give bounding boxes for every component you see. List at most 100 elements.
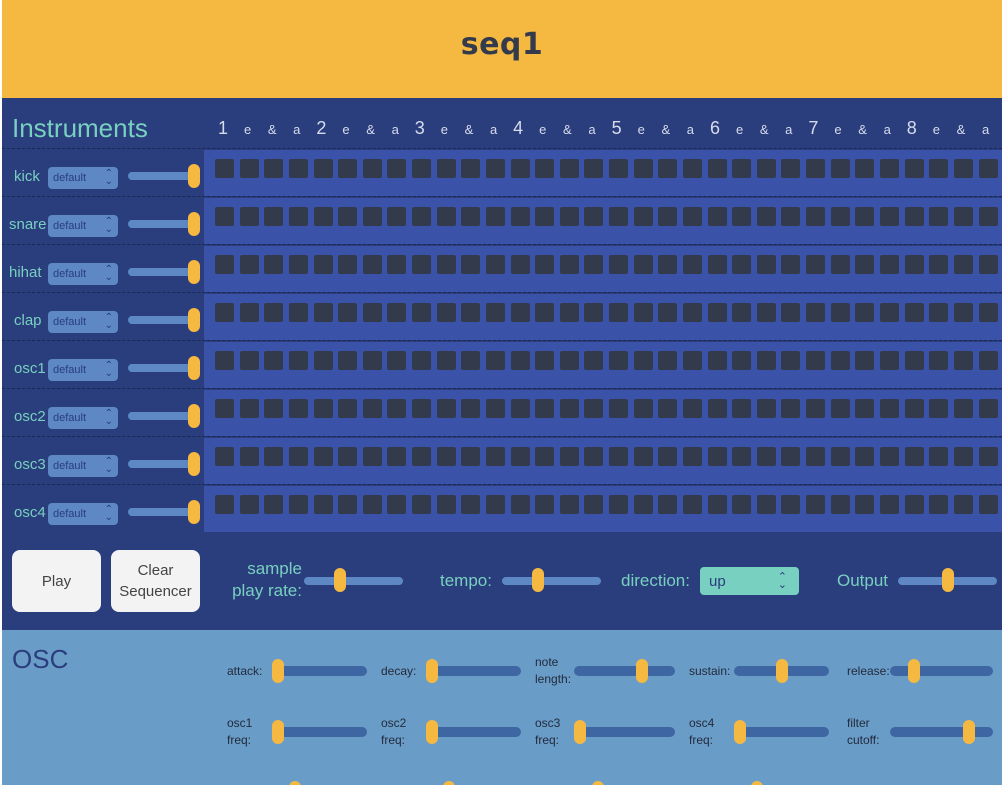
step-cell[interactable] — [239, 351, 259, 370]
step-cell[interactable] — [288, 447, 308, 466]
step-cell[interactable] — [239, 207, 259, 226]
step-cell[interactable] — [510, 351, 530, 370]
step-cell[interactable] — [707, 207, 727, 226]
step-cell[interactable] — [535, 159, 555, 178]
step-cell[interactable] — [338, 255, 358, 274]
step-cell[interactable] — [313, 399, 333, 418]
step-cell[interactable] — [806, 207, 826, 226]
step-cell[interactable] — [855, 351, 875, 370]
step-cell[interactable] — [732, 351, 752, 370]
step-cell[interactable] — [707, 303, 727, 322]
step-cell[interactable] — [412, 207, 432, 226]
step-cell[interactable] — [485, 447, 505, 466]
step-cell[interactable] — [781, 303, 801, 322]
step-cell[interactable] — [288, 159, 308, 178]
step-cell[interactable] — [288, 495, 308, 514]
step-cell[interactable] — [313, 255, 333, 274]
play-button[interactable]: Play — [12, 550, 101, 612]
sample-select[interactable]: default⌃⌄ — [48, 263, 118, 285]
step-cell[interactable] — [609, 351, 629, 370]
step-cell[interactable] — [929, 351, 949, 370]
step-cell[interactable] — [609, 255, 629, 274]
step-cell[interactable] — [781, 159, 801, 178]
step-cell[interactable] — [559, 207, 579, 226]
step-cell[interactable] — [978, 399, 998, 418]
step-cell[interactable] — [288, 207, 308, 226]
step-cell[interactable] — [412, 303, 432, 322]
step-cell[interactable] — [707, 495, 727, 514]
step-cell[interactable] — [855, 303, 875, 322]
step-cell[interactable] — [288, 399, 308, 418]
step-cell[interactable] — [806, 399, 826, 418]
step-cell[interactable] — [461, 255, 481, 274]
step-cell[interactable] — [633, 303, 653, 322]
step-cell[interactable] — [806, 159, 826, 178]
sample-play-rate-track[interactable] — [304, 577, 403, 585]
step-cell[interactable] — [830, 159, 850, 178]
volume-slider[interactable] — [128, 452, 200, 476]
volume-thumb[interactable] — [188, 164, 200, 188]
step-cell[interactable] — [412, 159, 432, 178]
step-cell[interactable] — [658, 399, 678, 418]
step-cell[interactable] — [264, 159, 284, 178]
step-cell[interactable] — [264, 303, 284, 322]
step-cell[interactable] — [781, 447, 801, 466]
step-cell[interactable] — [510, 399, 530, 418]
step-cell[interactable] — [732, 159, 752, 178]
step-cell[interactable] — [880, 399, 899, 418]
step-cell[interactable] — [904, 495, 924, 514]
step-cell[interactable] — [929, 255, 949, 274]
step-cell[interactable] — [436, 399, 456, 418]
step-cell[interactable] — [830, 207, 850, 226]
step-cell[interactable] — [485, 303, 505, 322]
step-cell[interactable] — [239, 255, 259, 274]
step-cell[interactable] — [806, 303, 826, 322]
step-cell[interactable] — [904, 399, 924, 418]
osc-param-track[interactable] — [734, 727, 829, 737]
osc-param-slider[interactable] — [272, 659, 284, 683]
step-cell[interactable] — [288, 255, 308, 274]
step-cell[interactable] — [436, 303, 456, 322]
step-cell[interactable] — [535, 207, 555, 226]
step-cell[interactable] — [707, 447, 727, 466]
osc-param-slider[interactable] — [591, 781, 604, 785]
volume-track[interactable] — [128, 364, 200, 372]
step-cell[interactable] — [559, 255, 579, 274]
step-cell[interactable] — [609, 207, 629, 226]
step-cell[interactable] — [658, 495, 678, 514]
step-cell[interactable] — [362, 207, 382, 226]
step-cell[interactable] — [535, 255, 555, 274]
step-cell[interactable] — [756, 303, 776, 322]
step-cell[interactable] — [485, 255, 505, 274]
step-cell[interactable] — [510, 303, 530, 322]
step-cell[interactable] — [732, 399, 752, 418]
step-cell[interactable] — [412, 399, 432, 418]
step-cell[interactable] — [584, 399, 604, 418]
step-cell[interactable] — [313, 303, 333, 322]
step-cell[interactable] — [756, 399, 776, 418]
step-cell[interactable] — [584, 303, 604, 322]
step-cell[interactable] — [338, 495, 358, 514]
step-cell[interactable] — [362, 495, 382, 514]
step-cell[interactable] — [535, 447, 555, 466]
step-cell[interactable] — [609, 495, 629, 514]
step-cell[interactable] — [609, 447, 629, 466]
step-cell[interactable] — [633, 351, 653, 370]
step-cell[interactable] — [682, 207, 702, 226]
step-cell[interactable] — [387, 495, 407, 514]
step-cell[interactable] — [633, 255, 653, 274]
step-cell[interactable] — [732, 207, 752, 226]
step-cell[interactable] — [559, 495, 579, 514]
step-cell[interactable] — [215, 447, 234, 466]
step-cell[interactable] — [880, 495, 899, 514]
step-cell[interactable] — [904, 159, 924, 178]
osc-param-slider[interactable] — [272, 720, 284, 744]
step-cell[interactable] — [362, 303, 382, 322]
step-cell[interactable] — [756, 159, 776, 178]
osc-param-track[interactable] — [574, 727, 675, 737]
step-cell[interactable] — [584, 351, 604, 370]
step-cell[interactable] — [338, 159, 358, 178]
step-cell[interactable] — [461, 495, 481, 514]
step-cell[interactable] — [559, 399, 579, 418]
step-cell[interactable] — [461, 351, 481, 370]
